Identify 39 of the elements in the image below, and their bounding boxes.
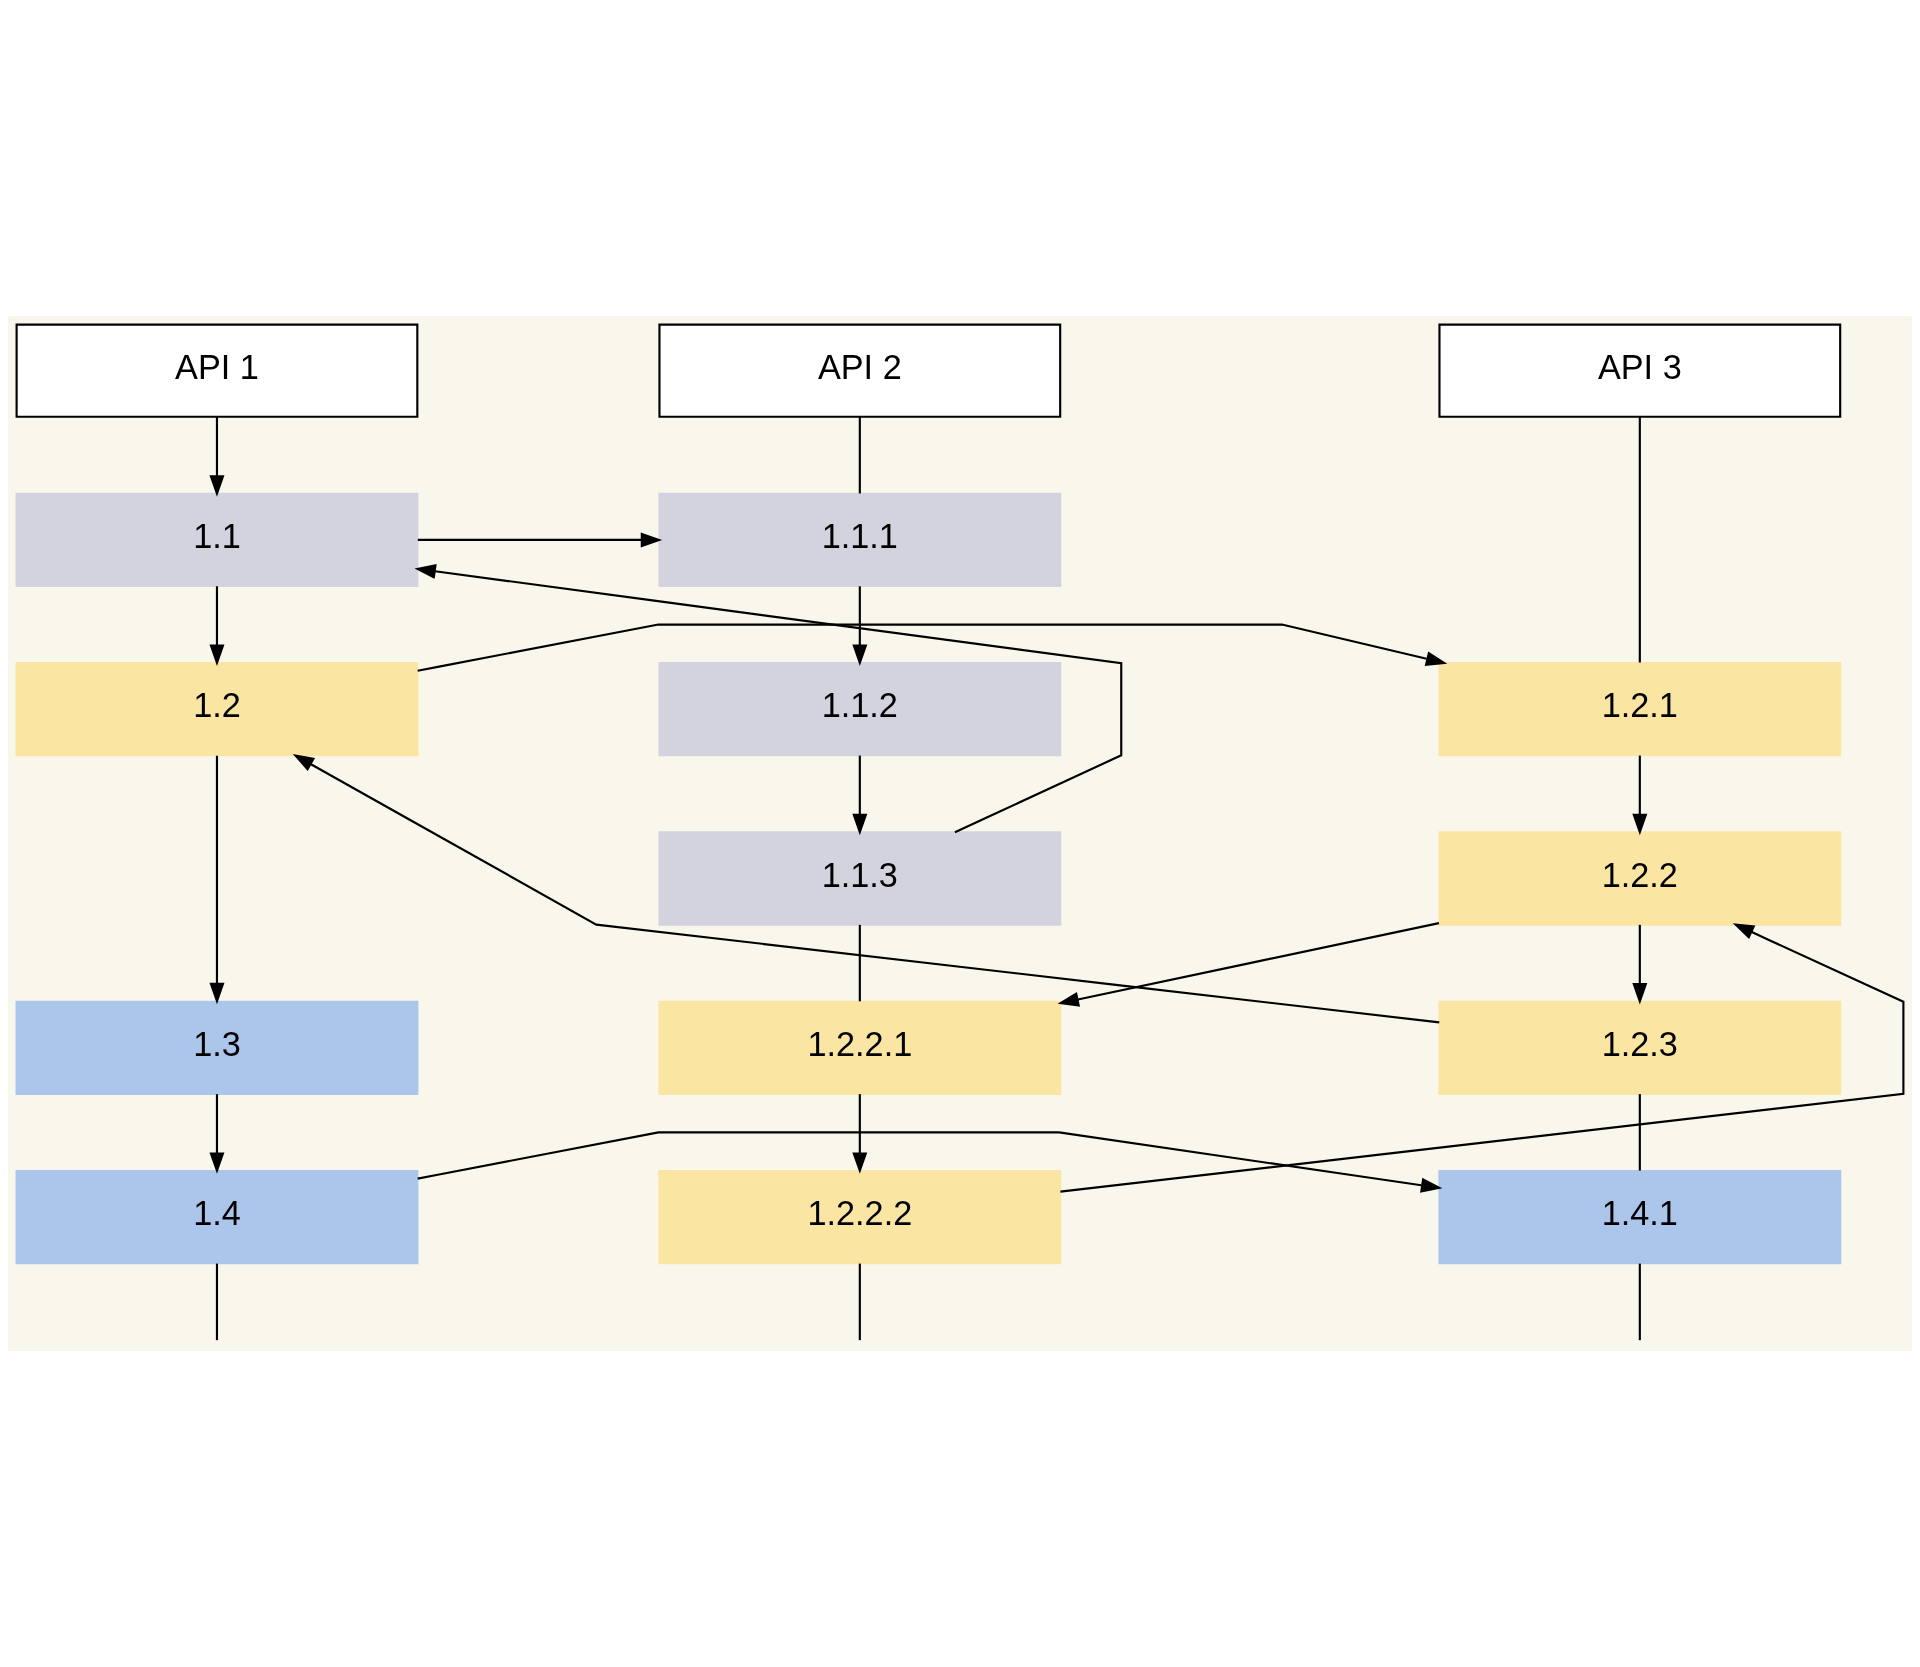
arrow (1632, 924, 1648, 1005)
node-box: 1.1 (15, 492, 419, 588)
connector (1638, 1263, 1641, 1341)
arrow (209, 586, 225, 666)
connector (1638, 417, 1641, 663)
connector (858, 924, 861, 1002)
arrow (852, 586, 868, 666)
node-box: API 1 (15, 323, 419, 418)
arrow (852, 755, 868, 836)
connector (858, 417, 861, 494)
connector (858, 1263, 861, 1341)
arrow (417, 623, 1448, 672)
arrow (417, 532, 663, 548)
node-box: 1.2.2.2 (658, 1169, 1062, 1265)
arrow (292, 753, 1440, 1024)
node-box: API 2 (658, 323, 1062, 418)
connector (215, 1263, 219, 1341)
arrow (417, 1131, 1443, 1193)
node-box: 1.4.1 (1438, 1169, 1842, 1265)
node-box: 1.4 (15, 1169, 419, 1265)
node-box: 1.2.1 (1438, 662, 1842, 757)
connector (1638, 1094, 1641, 1171)
arrow (852, 1094, 868, 1174)
arrow (209, 1094, 225, 1174)
node-box: 1.2.3 (1438, 1000, 1842, 1095)
arrow (1060, 923, 1905, 1193)
arrow (414, 563, 1123, 834)
node-box: 1.2 (15, 662, 419, 757)
arrow (1632, 755, 1648, 836)
node-box: 1.3 (15, 1000, 419, 1095)
node-box: 1.1.1 (658, 492, 1062, 588)
node-box: 1.2.2.1 (658, 1000, 1062, 1095)
node-box: 1.1.2 (658, 662, 1062, 757)
arrow (209, 755, 225, 1005)
arrow (1057, 922, 1440, 1007)
arrow (209, 417, 225, 497)
node-box: 1.1.3 (658, 831, 1062, 926)
node-box: API 3 (1438, 323, 1842, 418)
node-box: 1.2.2 (1438, 831, 1842, 926)
